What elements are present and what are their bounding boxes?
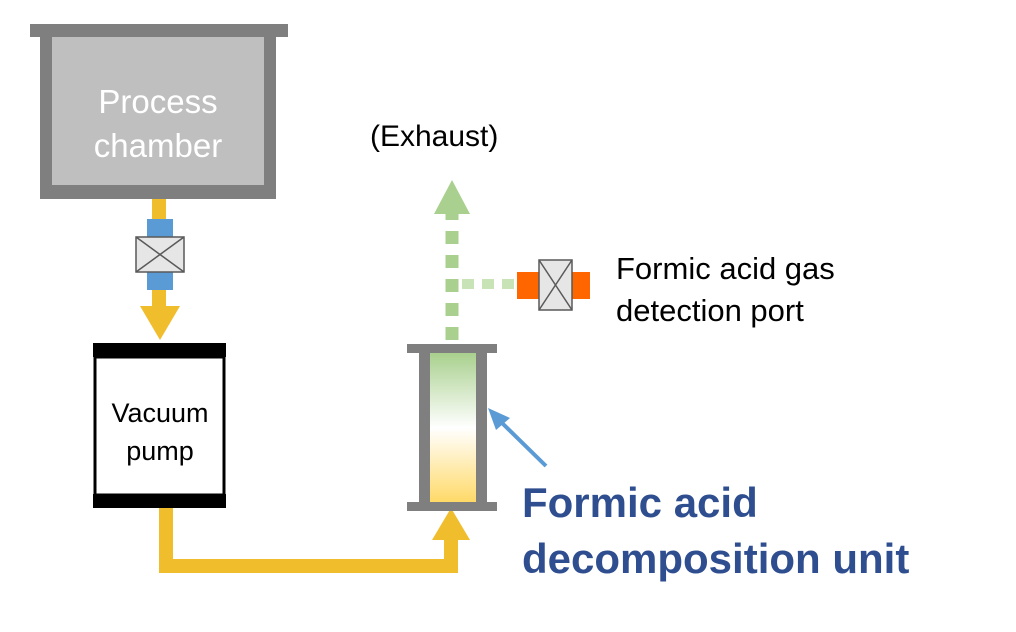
vacuum-pump	[93, 343, 226, 508]
process-chamber-label-line1: Process	[98, 83, 218, 120]
vacuum-pump-label: Vacuum pump	[96, 394, 224, 470]
unit-pointer-arrow	[488, 408, 548, 468]
chamber-valve-icon	[135, 236, 185, 273]
process-chamber-label-line2: chamber	[93, 127, 223, 164]
exhaust-label: (Exhaust)	[370, 120, 499, 153]
decomposition-unit-label-line1: Formic acid	[522, 479, 758, 526]
exhaust-line	[434, 180, 470, 340]
process-chamber	[30, 24, 288, 199]
decomposition-unit-label: Formic acid decomposition unit	[522, 475, 909, 587]
detection-port-label-line1: Formic acid gas	[616, 251, 835, 286]
process-chamber-label: Process chamber	[40, 80, 276, 168]
decomposition-unit-label-line2: decomposition unit	[522, 535, 910, 582]
detection-port-label: Formic acid gas detection port	[616, 248, 835, 332]
vacuum-pump-label-line1: Vacuum	[111, 398, 209, 428]
vacuum-pump-label-line2: pump	[126, 436, 194, 466]
pump-to-unit-pipe	[159, 508, 470, 573]
detection-port-valve-icon	[517, 259, 590, 311]
decomposition-unit	[407, 344, 497, 511]
chamber-to-pump-pipe	[140, 199, 180, 340]
detection-port-label-line2: detection port	[616, 293, 804, 328]
